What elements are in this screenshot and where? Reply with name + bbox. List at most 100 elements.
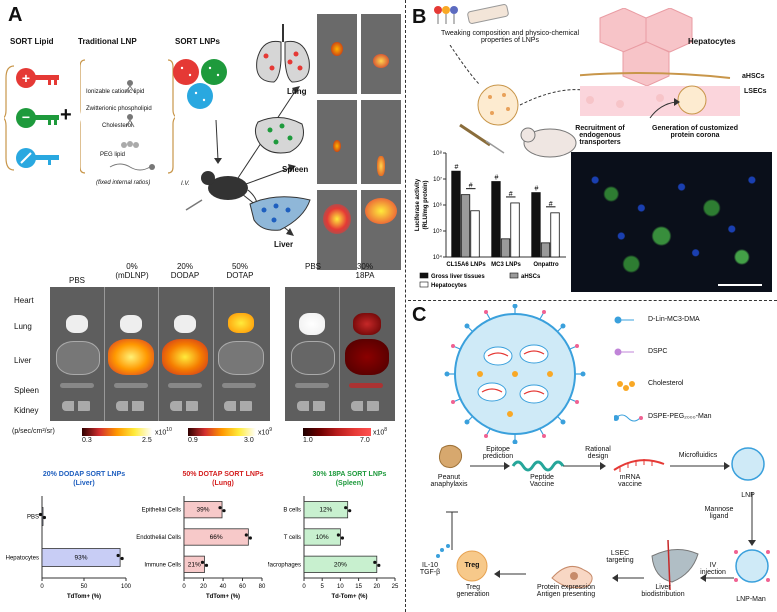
category-label: Macrophages xyxy=(268,562,301,568)
x-tick-label: 0 xyxy=(182,584,186,590)
data-point xyxy=(222,509,226,513)
data-label: 39% xyxy=(197,507,210,514)
significance-mark: # xyxy=(455,164,459,171)
significance-mark: # xyxy=(535,186,539,193)
chart-subtitle: (Lung) xyxy=(212,480,234,487)
flow-protein: Protein expression Antigen presenting xyxy=(536,584,596,598)
flow-il10: IL-10 TGF-β xyxy=(419,562,441,576)
sort-lipid-heading: SORT Lipid xyxy=(10,37,54,46)
mouse-injection-icon xyxy=(185,86,300,236)
bar xyxy=(183,501,223,519)
col-pbs-1: PBS xyxy=(68,276,85,285)
x-axis-label: TdTom+ (%) xyxy=(67,594,101,600)
svg-text:−: − xyxy=(22,109,30,125)
confocal-image xyxy=(571,152,772,292)
bar xyxy=(451,170,461,258)
lipid-label-peg: PEG lipid xyxy=(100,152,126,158)
organ-label-lung: Lung xyxy=(287,87,307,96)
y-axis-label: Luciferase activity xyxy=(415,178,421,231)
data-point xyxy=(204,563,209,567)
x-tick-label: 25 xyxy=(392,584,399,590)
ivis-spleen-organs xyxy=(361,100,401,184)
category-label: Epithelial Cells xyxy=(142,508,181,514)
bar xyxy=(303,528,341,546)
lipid-label-cholesterol: Cholesterol xyxy=(102,123,133,129)
category-label: MC3 LNPs xyxy=(491,262,521,268)
legend-label: aHSCs xyxy=(521,274,541,280)
colorbar-2-scale: x109 xyxy=(258,427,272,436)
chart-subtitle: (Liver) xyxy=(73,480,94,487)
flow-rational: Rational design xyxy=(585,446,611,460)
flow-epitope: Epitope prediction xyxy=(482,446,514,460)
bar xyxy=(491,181,501,258)
lipid-bracket-icon xyxy=(80,59,175,174)
data-label: 10% xyxy=(316,534,329,541)
recruit-caption: Recruitment of endogenous transporters xyxy=(575,125,625,146)
flow-peptide: Peptide Vaccine xyxy=(529,474,555,488)
bar xyxy=(470,210,480,258)
flow-treg: Treg xyxy=(464,562,480,569)
colorbar-1-scale: x1010 xyxy=(155,427,172,436)
col-18pa: 30% 18PA xyxy=(355,262,375,280)
x-tick-label: 40 xyxy=(220,584,227,590)
bar xyxy=(540,242,551,258)
colorbar-3 xyxy=(303,428,371,436)
data-point xyxy=(42,515,47,520)
colorbar-1-sup: 10 xyxy=(166,427,172,433)
significance-mark: # xyxy=(549,201,553,208)
x-tick-label: 0 xyxy=(302,584,306,590)
col-dodap: 20% DODAP xyxy=(170,262,200,280)
data-point xyxy=(336,533,340,537)
bar xyxy=(41,507,44,526)
colorbar-2-exp: x10 xyxy=(258,429,270,437)
spleen-illustration-icon xyxy=(254,117,304,154)
row-heart: Heart xyxy=(14,296,34,305)
data-label: 20% xyxy=(334,561,347,568)
significance-mark: # xyxy=(469,183,473,190)
category-label: T cells xyxy=(284,535,301,541)
row-lung: Lung xyxy=(14,322,32,331)
x-tick-label: 0 xyxy=(40,584,44,590)
flow-iv: IV injection xyxy=(700,562,726,576)
lipid-label-zwitterionic: Zwitterionic phospholipid xyxy=(86,106,152,112)
category-label: Endothelial Cells xyxy=(136,535,181,541)
data-point xyxy=(340,536,344,540)
colorbar-3-scale: x108 xyxy=(373,427,387,436)
colorbar-3-sup: 8 xyxy=(384,427,388,433)
colorbar-1 xyxy=(82,428,152,436)
colorbar-1-max: 2.5 xyxy=(142,437,152,444)
panel-a-letter: A xyxy=(8,4,23,26)
legend-cholesterol: Cholesterol xyxy=(648,380,684,387)
colorbar-1-min: 0.3 xyxy=(82,437,92,444)
legend-label: Hepatocytes xyxy=(431,283,467,289)
vaccine-flow-diagram xyxy=(436,444,770,591)
iv-label: I.V. xyxy=(181,181,190,187)
fixed-ratios-note: (fixed internal ratios) xyxy=(96,180,151,186)
data-point xyxy=(200,560,205,564)
x-tick-label: 10 xyxy=(337,584,344,590)
sort-lipid-keys-icon: + − xyxy=(4,65,59,171)
x-tick-label: 15 xyxy=(355,584,362,590)
data-point xyxy=(116,553,120,558)
legend-dspe-peg: DSPE-PEG₂₀₀₀-Man xyxy=(648,413,712,420)
legend-swatch xyxy=(419,281,429,288)
category-label: Onpattro xyxy=(533,262,559,268)
bar xyxy=(41,548,121,567)
bar xyxy=(303,501,349,519)
data-label: 93% xyxy=(75,555,88,562)
flow-lsec: LSEC targeting xyxy=(606,550,634,564)
x-tick-label: 60 xyxy=(239,584,246,590)
flow-lnp: LNP xyxy=(741,492,755,499)
ahscs-label: aHSCs xyxy=(742,73,765,80)
significance-mark: # xyxy=(509,191,513,198)
plus-icon: + xyxy=(60,104,72,126)
legend-label: Gross liver tissues xyxy=(431,274,485,280)
significance-mark: # xyxy=(495,175,499,182)
legend-swatch xyxy=(419,272,429,279)
legend-dspc: DSPC xyxy=(648,348,668,355)
flow-treg-gen: Treg generation xyxy=(456,584,490,598)
ivis-lung-organs xyxy=(361,14,401,94)
